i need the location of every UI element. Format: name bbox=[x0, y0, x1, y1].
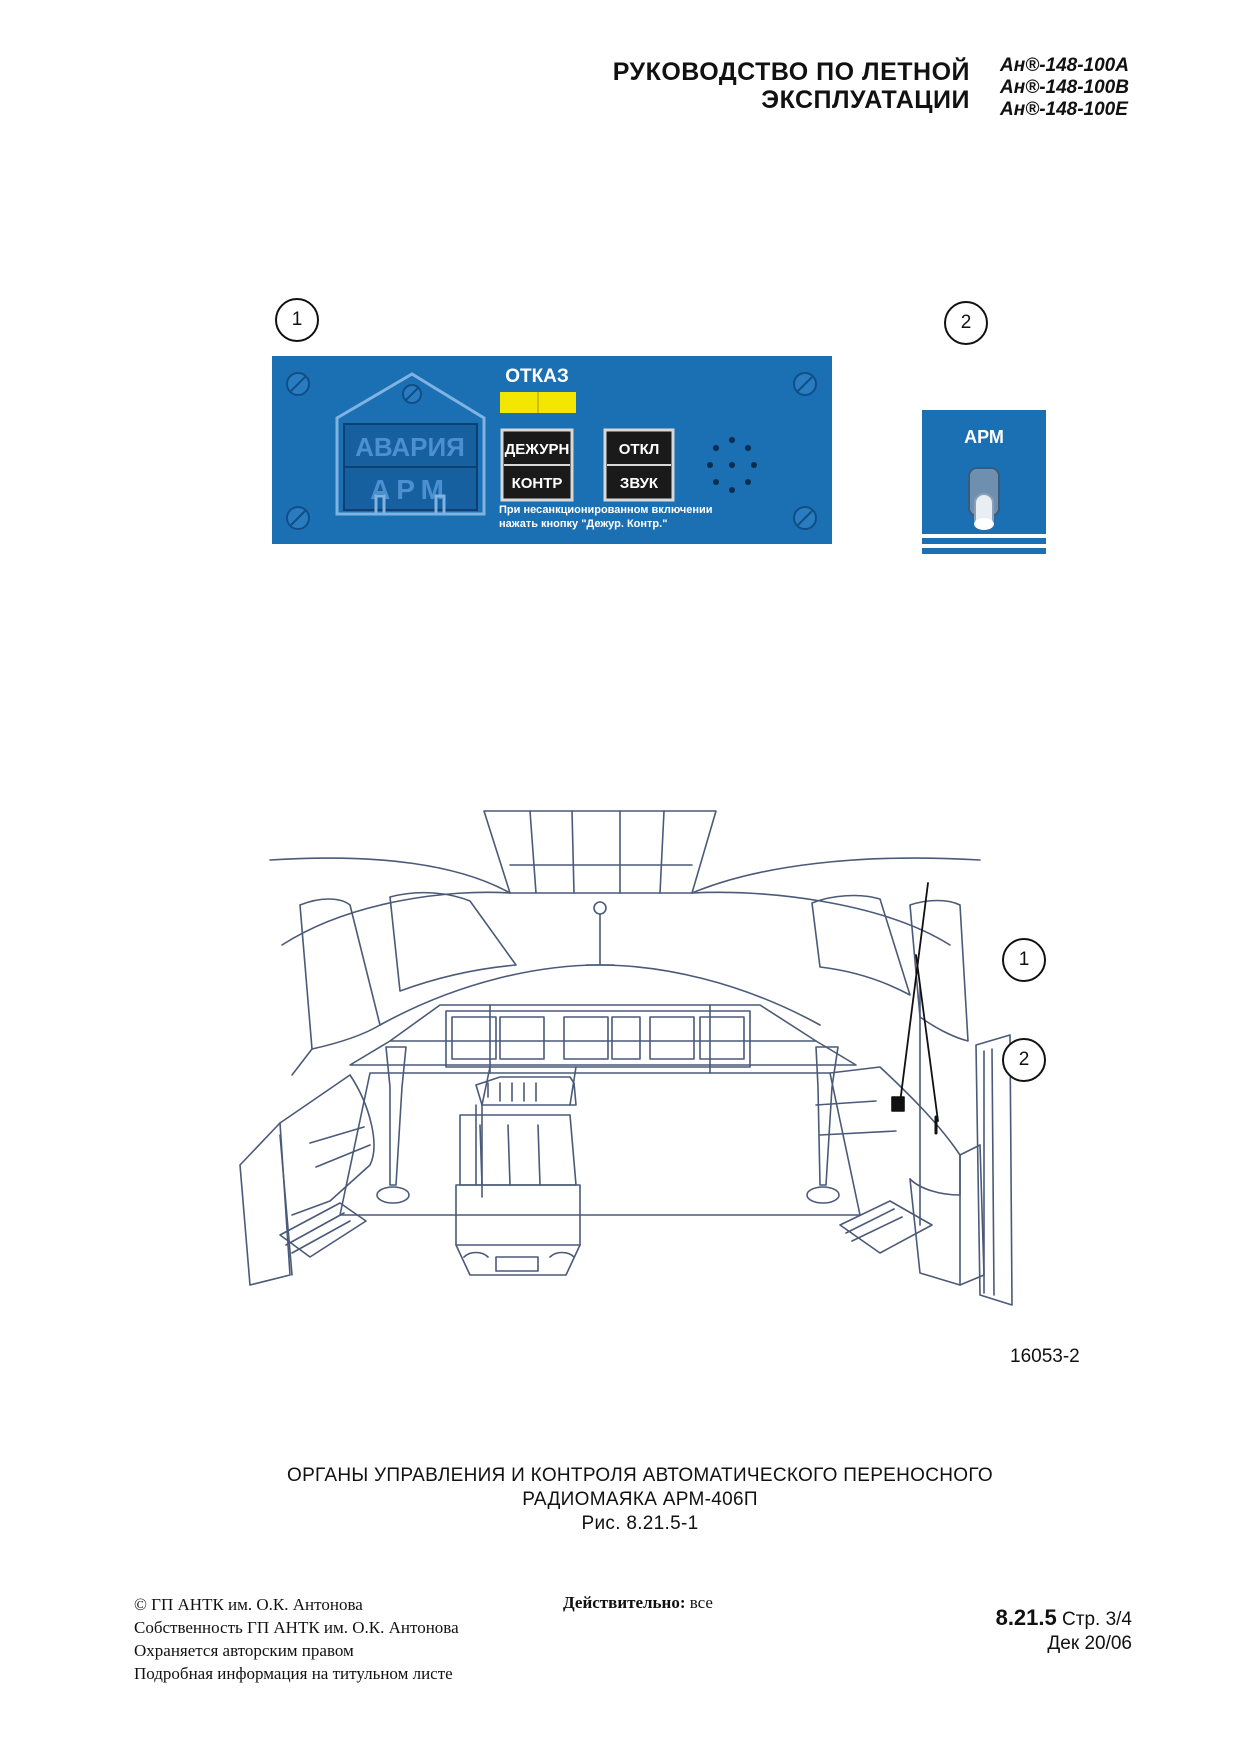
validity-value: все bbox=[689, 1593, 713, 1612]
off-label: ОТКЛ bbox=[619, 441, 660, 458]
test-label: КОНТР bbox=[512, 475, 563, 492]
standby-test-button[interactable]: ДЕЖУРН КОНТР bbox=[500, 428, 574, 502]
validity: Действительно: все bbox=[563, 1593, 713, 1613]
model-e: Ан®-148-100E bbox=[1000, 99, 1128, 120]
cockpit-drawing bbox=[239, 810, 1013, 1306]
caption-line-3: Рис. 8.21.5-1 bbox=[581, 1513, 699, 1534]
caption-line-1: ОРГАНЫ УПРАВЛЕНИЯ И КОНТРОЛЯ АВТОМАТИЧЕС… bbox=[287, 1465, 993, 1486]
protected-line: Охраняется авторским правом bbox=[134, 1641, 354, 1660]
callout-2-switch: 2 bbox=[944, 301, 988, 345]
elt-control-panel: АВАРИЯ АРМ ОТКАЗ ДЕЖУРН КОНТР ОТКЛ ЗВУК … bbox=[272, 356, 832, 544]
elt-toggle-switch[interactable] bbox=[968, 467, 1000, 530]
callout-1-cockpit: 1 bbox=[1002, 938, 1046, 982]
switch-label: АРМ bbox=[964, 427, 1004, 447]
mute-sound-button[interactable]: ОТКЛ ЗВУК bbox=[603, 428, 675, 502]
footer-copyright-block: © ГП АНТК им. О.К. Антонова Собственност… bbox=[134, 1593, 459, 1685]
figure-number: 16053-2 bbox=[1010, 1346, 1080, 1367]
sound-label: ЗВУК bbox=[620, 475, 659, 492]
emergency-text-2: АРМ bbox=[370, 474, 450, 505]
page-number: Стр. 3/4 bbox=[1062, 1609, 1132, 1630]
speaker-grille-icon bbox=[707, 437, 757, 493]
aircraft-models: Ан®-148-100A Ан®-148-100B Ан®-148-100E bbox=[1000, 55, 1190, 121]
revision-date: Дек 20/06 bbox=[1047, 1633, 1132, 1654]
page-info: 8.21.5 Стр. 3/4 Дек 20/06 bbox=[900, 1606, 1132, 1656]
property-line: Собственность ГП АНТК им. О.К. Антонова bbox=[134, 1618, 459, 1637]
panel-screw-icon bbox=[286, 372, 817, 530]
validity-label: Действительно: bbox=[563, 1593, 686, 1612]
manual-title: РУКОВОДСТВО ПО ЛЕТНОЙ ЭКСПЛУАТАЦИИ bbox=[560, 58, 970, 114]
section-number: 8.21.5 bbox=[995, 1605, 1057, 1630]
copyright-line: © ГП АНТК им. О.К. Антонова bbox=[134, 1595, 363, 1614]
figure-caption: ОРГАНЫ УПРАВЛЕНИЯ И КОНТРОЛЯ АВТОМАТИЧЕС… bbox=[170, 1464, 1110, 1536]
fault-label: ОТКАЗ bbox=[505, 366, 569, 387]
elt-switch-panel: АРМ bbox=[922, 410, 1046, 554]
title-line-1: РУКОВОДСТВО ПО ЛЕТНОЙ bbox=[612, 58, 970, 86]
callout-1-panel: 1 bbox=[275, 298, 319, 342]
caption-line-2: РАДИОМАЯКА АРМ-406П bbox=[522, 1489, 758, 1510]
note-line-2: нажать кнопку "Дежур. Контр." bbox=[499, 518, 667, 530]
standby-label: ДЕЖУРН bbox=[505, 441, 570, 458]
model-a: Ан®-148-100A bbox=[1000, 55, 1129, 76]
elt-panel-location bbox=[891, 1096, 905, 1112]
note-line-1: При несанкционированном включении bbox=[499, 504, 713, 516]
details-line: Подробная информация на титульном листе bbox=[134, 1664, 453, 1683]
callout-2-cockpit: 2 bbox=[1002, 1038, 1046, 1082]
emergency-housing bbox=[335, 372, 486, 516]
title-line-2: ЭКСПЛУАТАЦИИ bbox=[761, 86, 970, 114]
emergency-text-1: АВАРИЯ bbox=[355, 432, 465, 462]
model-b: Ан®-148-100B bbox=[1000, 77, 1129, 98]
housing-screw-icon bbox=[402, 384, 422, 404]
